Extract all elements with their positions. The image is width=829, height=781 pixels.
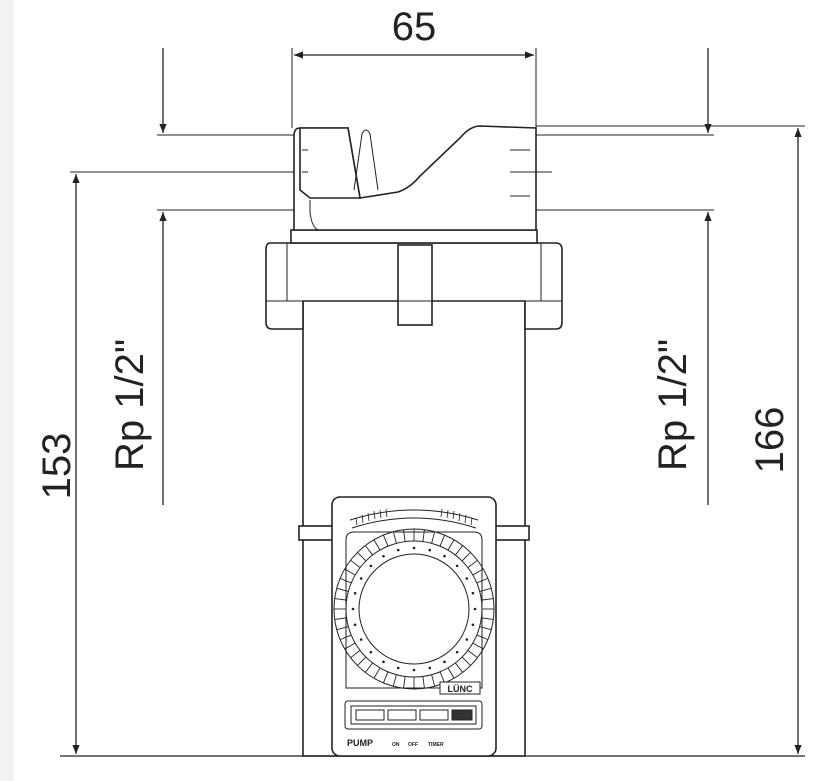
dial-hour-mark — [455, 564, 459, 568]
dial-hour-mark — [369, 650, 373, 654]
timer-dial-numbers — [351, 546, 477, 672]
dial-segment — [472, 642, 484, 650]
dial-hour-mark — [353, 591, 357, 595]
dial-segment — [467, 650, 478, 659]
dial-hour-mark — [428, 548, 432, 552]
dial-segment — [439, 671, 446, 684]
dial-segment — [334, 598, 347, 601]
valve-head — [293, 125, 537, 231]
timer-switch-frame — [344, 700, 483, 730]
dial-hour-mark — [455, 650, 459, 654]
dimension-width-top: 65 — [291, 5, 537, 128]
dial-segment — [364, 662, 373, 673]
dial-segment — [455, 545, 464, 556]
dial-segment — [364, 545, 373, 556]
head-ring — [290, 229, 538, 244]
dial-hour-mark — [359, 638, 363, 641]
dial-segment — [357, 552, 367, 562]
dial-segment — [403, 676, 406, 689]
inlet-port — [299, 127, 361, 199]
dial-segment — [447, 539, 455, 551]
dial-segment — [479, 587, 492, 592]
dial-segment — [392, 674, 397, 687]
dial-segment — [439, 534, 446, 547]
union-tab — [397, 244, 433, 326]
pump-label: PUMP — [347, 738, 373, 748]
dial-hour-mark — [359, 577, 363, 580]
dimension-height-right: 166 — [536, 125, 805, 754]
dimension-65-label: 65 — [392, 5, 437, 49]
dial-hour-mark — [369, 564, 373, 568]
dial-segment — [392, 531, 397, 544]
dial-hour-mark — [396, 548, 400, 552]
dial-hour-mark — [396, 666, 400, 670]
dial-segment — [476, 577, 489, 584]
dimension-166-label: 166 — [748, 407, 792, 474]
dimension-height-left: 153 — [35, 171, 305, 754]
thread-right-label: Rp 1/2" — [651, 339, 695, 471]
dial-segment — [455, 662, 464, 673]
dial-segment — [344, 642, 356, 650]
dial-hour-mark — [465, 577, 469, 580]
dial-segment — [481, 617, 494, 620]
dial-segment — [373, 539, 381, 551]
dial-segment — [373, 667, 381, 679]
switch-off[interactable] — [387, 709, 417, 721]
switch-slider[interactable] — [451, 709, 473, 721]
switch-timer-label: TIMER — [428, 742, 444, 748]
dial-segment — [357, 656, 367, 666]
dial-segment — [382, 534, 389, 547]
timer-scale-ticks — [355, 508, 473, 526]
dial-hour-mark — [471, 623, 475, 627]
switch-on-label: ON — [392, 742, 400, 748]
dial-segment — [431, 531, 436, 544]
switch-timer[interactable] — [419, 709, 449, 721]
dial-segment — [350, 559, 361, 568]
dial-hour-mark — [473, 607, 477, 611]
dimension-153-label: 153 — [35, 433, 79, 500]
timer-brand: LÜNC — [448, 684, 473, 694]
dial-hour-mark — [412, 546, 416, 550]
dial-segment — [403, 529, 406, 542]
dial-hour-mark — [382, 660, 385, 664]
dial-hour-mark — [465, 638, 469, 641]
thread-left-label: Rp 1/2" — [108, 339, 152, 471]
left-border-strip — [0, 0, 14, 781]
dial-segment — [336, 626, 349, 631]
dimension-thread-left: Rp 1/2" — [108, 48, 305, 505]
dimension-thread-right: Rp 1/2" — [536, 48, 714, 505]
dial-segment — [481, 598, 494, 601]
dial-hour-mark — [412, 668, 416, 672]
dial-segment — [467, 559, 478, 568]
dial-segment — [339, 634, 352, 641]
dial-hour-mark — [428, 666, 432, 670]
dial-hour-mark — [382, 554, 385, 558]
dial-segment — [461, 656, 471, 666]
timer-dial-segments — [334, 529, 494, 689]
dial-segment — [472, 568, 484, 576]
dial-hour-mark — [443, 554, 446, 558]
dial-segment — [447, 667, 455, 679]
dial-segment — [344, 568, 356, 576]
dial-hour-mark — [471, 591, 475, 595]
dial-segment — [339, 577, 352, 584]
switch-on[interactable] — [355, 709, 385, 721]
dial-hour-mark — [443, 660, 446, 664]
switch-off-label: OFF — [408, 742, 418, 748]
dial-hour-mark — [353, 623, 357, 627]
timer-unit: LÜNC PUMP ON OFF TIMER — [331, 496, 497, 757]
dial-segment — [476, 634, 489, 641]
dial-segment — [422, 529, 425, 542]
dial-segment — [334, 617, 347, 620]
dial-segment — [431, 674, 436, 687]
dial-segment — [350, 650, 361, 659]
dial-segment — [336, 587, 349, 592]
dial-segment — [479, 626, 492, 631]
dial-segment — [461, 552, 471, 562]
timer-dial-inner — [358, 553, 470, 665]
dial-hour-mark — [351, 607, 355, 611]
dial-segment — [382, 671, 389, 684]
dial-segment — [422, 676, 425, 689]
